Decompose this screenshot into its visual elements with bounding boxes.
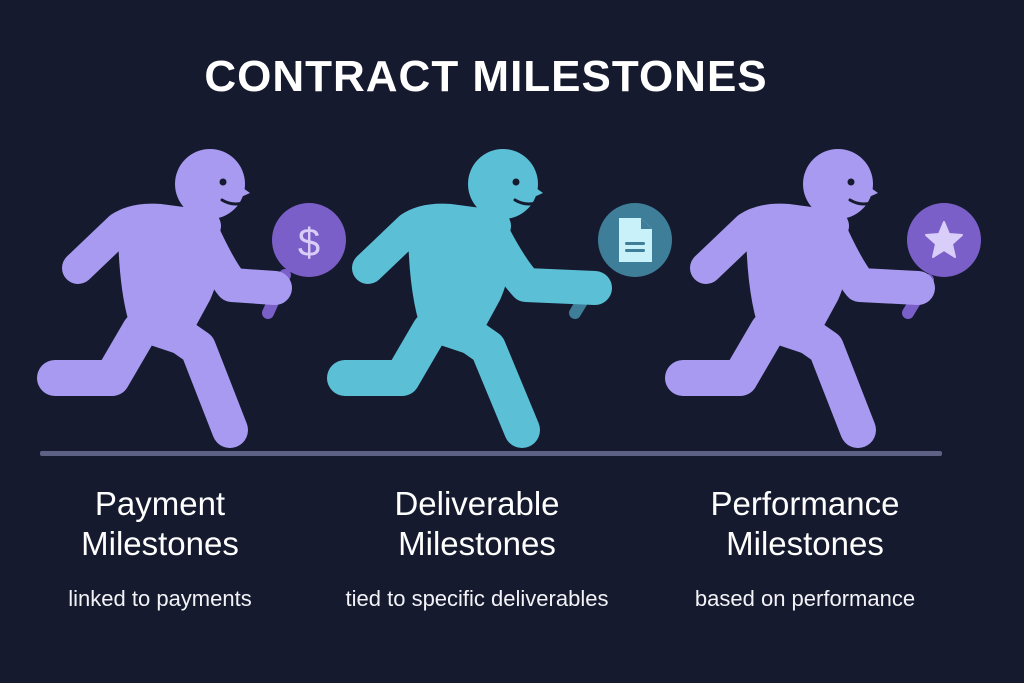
runner-deliverable [327,149,672,448]
milestone-title-line1: Performance [710,485,900,522]
milestone-deliverable: Deliverable Milestones tied to specific … [312,484,642,612]
milestone-title-line2: Milestones [726,525,884,562]
runner-performance [665,149,981,448]
milestone-title: Performance Milestones [660,484,950,564]
milestone-title-line1: Payment [94,485,226,522]
document-icon [619,218,652,262]
dollar-icon: $ [298,221,320,265]
milestone-title-line2: Milestones [398,525,556,562]
milestone-performance: Performance Milestones based on performa… [660,484,950,612]
ground-line [40,451,942,456]
milestone-title-line2: Milestones [81,525,239,562]
milestone-description: based on performance [694,586,916,611]
svg-text:$: $ [298,221,320,265]
milestone-payment: Payment Milestones linked to payments [40,484,280,612]
page-title: CONTRACT MILESTONES [204,52,768,101]
payment-badge [272,203,346,277]
milestone-description: tied to specific deliverables [345,586,609,611]
milestone-title: Deliverable Milestones [312,484,642,564]
milestone-title: Payment Milestones [40,484,280,564]
milestone-description: linked to payments [68,586,252,611]
runner-payment: $ [37,149,346,448]
milestone-title-line1: Deliverable [394,485,560,522]
star-icon [925,221,963,258]
